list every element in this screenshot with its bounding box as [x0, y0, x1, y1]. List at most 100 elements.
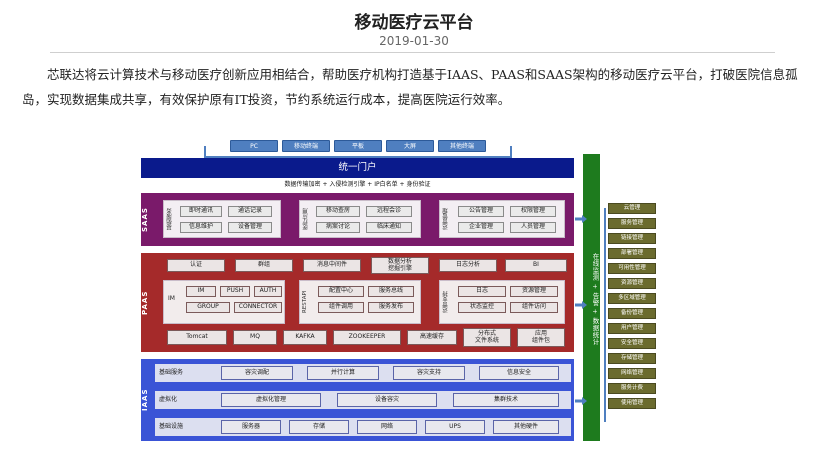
page-title: 移动医疗云平台	[354, 13, 474, 33]
paas-cell: 服务发布	[368, 302, 414, 313]
saas-group-medical-label: 医疗应用	[303, 208, 309, 230]
paas-cell: 应用 组件包	[517, 328, 565, 347]
mgmt-connector-icon	[604, 208, 606, 422]
iaas-row-basic: 基础服务 容灾调配 并行计算 容灾支持 信息安全	[155, 364, 571, 382]
mgmt-item: 服务管理	[608, 218, 656, 229]
device-pc: PC	[230, 140, 278, 152]
paas-cell: 认证	[167, 259, 225, 272]
architecture-diagram: PC 移动终端 平板 大屏 其他终端 统一门户 数据传输加密 + 入侵检测引擎 …	[138, 138, 656, 444]
device-tablet: 平板	[334, 140, 382, 152]
paas-cell: Tomcat	[167, 330, 227, 345]
saas-cell: 人员管理	[510, 222, 556, 233]
mgmt-item: 存储管理	[608, 353, 656, 364]
paas-cell: MQ	[233, 330, 277, 345]
paas-cell: 状态监控	[458, 302, 506, 313]
paas-cell: AUTH	[254, 286, 282, 297]
saas-arrow-icon	[575, 215, 587, 223]
paas-cell: 分布式 文件系统	[463, 328, 511, 347]
iaas-arrow-icon	[575, 397, 587, 405]
iaas-row-label: 虚拟化	[159, 396, 178, 403]
mgmt-item: 资源管理	[608, 278, 656, 289]
saas-layer: SAAS 基础服务 即时通讯 通话记录 信息维护 设备管理 医疗应用 移动查房 …	[141, 193, 574, 246]
iaas-cell: 服务器	[221, 420, 281, 434]
saas-cell: 临床通知	[366, 222, 412, 233]
paas-cell: 日志分析	[439, 259, 497, 272]
iaas-cell: 容灾调配	[221, 366, 293, 380]
paas-layer: PAAS 认证 群组 消息中间件 数据分析 挖掘引擎 日志分析 BI IM IM…	[141, 253, 574, 352]
saas-group-basic-label: 基础服务	[167, 208, 173, 230]
transfer-security: 数据传输加密 + 入侵检测引擎 + IP白名单 + 身份验证	[284, 181, 431, 188]
device-mobile: 移动终端	[282, 140, 330, 152]
mgmt-item: 网络管理	[608, 368, 656, 379]
paas-cell: 组件调用	[318, 302, 364, 313]
saas-cell: 企业管理	[458, 222, 504, 233]
iaas-cell: UPS	[425, 420, 485, 434]
saas-cell: 信息维护	[180, 222, 222, 233]
unified-portal: 统一门户	[141, 158, 574, 178]
intro-paragraph: 芯联达将云计算技术与移动医疗创新应用相结合，帮助医疗机构打造基于IAAS、PAA…	[22, 67, 798, 107]
mgmt-item: 使用管理	[608, 398, 656, 409]
mgmt-item: 用户管理	[608, 323, 656, 334]
iaas-cell: 设备容灾	[337, 393, 437, 407]
iaas-cell: 并行计算	[307, 366, 379, 380]
paas-cell: 服务总线	[368, 286, 414, 297]
mgmt-item: 备份管理	[608, 308, 656, 319]
iaas-layer: IAAS 基础服务 容灾调配 并行计算 容灾支持 信息安全 虚拟化 虚拟化管理 …	[141, 359, 574, 441]
saas-cell: 即时通讯	[180, 206, 222, 217]
iaas-row-infra: 基础设施 服务器 存储 网络 UPS 其他硬件	[155, 418, 571, 436]
mgmt-item: 部署管理	[608, 248, 656, 259]
monitoring-text: 在线监测 + 告警 + 数据统计	[591, 252, 599, 346]
saas-group-ops-label: 运营管理	[443, 208, 449, 230]
paas-restapi-label: RESTAPI	[302, 290, 308, 314]
device-other: 其他终端	[438, 140, 486, 152]
saas-group-basic: 基础服务 即时通讯 通话记录 信息维护 设备管理	[163, 200, 281, 238]
paas-cell: IM	[186, 286, 216, 297]
saas-group-ops: 运营管理 公告管理 权限管理 企业管理 人员管理	[439, 200, 565, 238]
iaas-cell: 其他硬件	[493, 420, 559, 434]
paas-cell: 配置中心	[318, 286, 364, 297]
iaas-cell: 容灾支持	[393, 366, 465, 380]
saas-cell: 远程会诊	[366, 206, 412, 217]
paas-cell: GROUP	[186, 302, 230, 313]
saas-cell: 通话记录	[228, 206, 272, 217]
title-divider	[50, 52, 775, 53]
mgmt-item: 安全管理	[608, 338, 656, 349]
paas-im-label: IM	[168, 295, 175, 302]
paas-restapi-group: RESTAPI 配置中心 服务总线 组件调用 服务发布	[299, 280, 421, 324]
device-screen: 大屏	[386, 140, 434, 152]
saas-label: SAAS	[141, 207, 149, 232]
paas-cell: 消息中间件	[303, 259, 361, 272]
saas-cell: 移动查房	[316, 206, 360, 217]
paas-cell: CONNECTOR	[234, 302, 282, 313]
monitoring-bar: 在线监测 + 告警 + 数据统计	[583, 154, 600, 441]
saas-cell: 设备管理	[228, 222, 272, 233]
paas-ops-group: 运营支持 日志 资源管理 状态监控 组件访问	[439, 280, 565, 324]
saas-cell: 权限管理	[510, 206, 556, 217]
paas-cell: 数据分析 挖掘引擎	[371, 257, 429, 274]
mgmt-item: 多区域管理	[608, 293, 656, 304]
paas-cell: 组件访问	[510, 302, 558, 313]
saas-cell: 病案讨论	[316, 222, 360, 233]
paas-im-group: IM IM PUSH AUTH GROUP CONNECTOR	[163, 280, 285, 324]
paas-cell: BI	[505, 259, 567, 272]
paas-cell: ZOOKEEPER	[333, 330, 401, 345]
iaas-cell: 网络	[357, 420, 417, 434]
mgmt-item: 服务计费	[608, 383, 656, 394]
iaas-label: IAAS	[141, 388, 149, 412]
iaas-row-virtual: 虚拟化 虚拟化管理 设备容灾 集群技术	[155, 391, 571, 409]
paas-cell: PUSH	[220, 286, 250, 297]
iaas-row-label: 基础设施	[159, 423, 184, 430]
publish-date: 2019-01-30	[379, 34, 449, 48]
paas-cell: 资源管理	[510, 286, 558, 297]
saas-group-medical: 医疗应用 移动查房 远程会诊 病案讨论 临床通知	[299, 200, 421, 238]
paas-cell: KAFKA	[283, 330, 327, 345]
iaas-cell: 存储	[289, 420, 349, 434]
mgmt-item: 云管理	[608, 203, 656, 214]
iaas-cell: 虚拟化管理	[221, 393, 321, 407]
iaas-cell: 信息安全	[479, 366, 559, 380]
paas-arrow-icon	[575, 301, 587, 309]
paas-cell: 高速缓存	[407, 330, 457, 345]
device-bracket	[204, 146, 512, 158]
saas-cell: 公告管理	[458, 206, 504, 217]
paas-cell: 日志	[458, 286, 506, 297]
